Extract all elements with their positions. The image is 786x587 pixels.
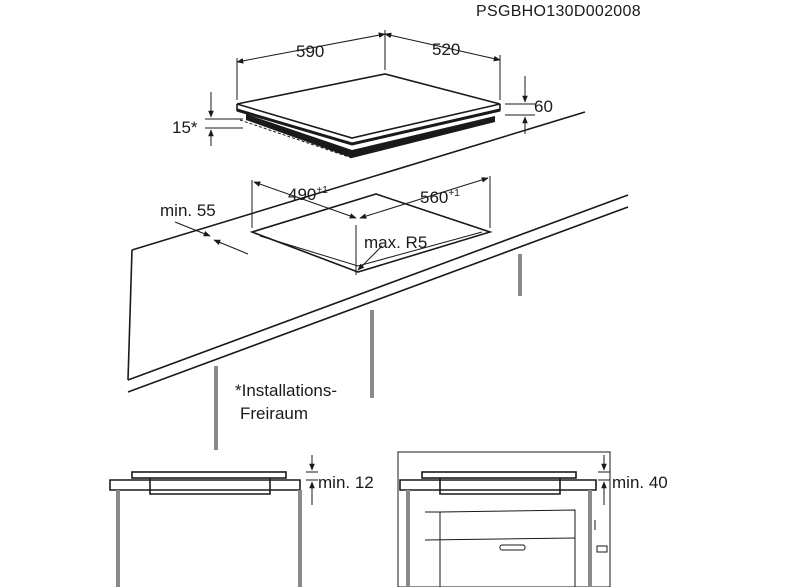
dimension-590: 590 — [236, 30, 386, 100]
dimension-490: 490+1 — [251, 180, 357, 228]
footnote-line-1: *Installations- — [235, 381, 337, 400]
dimension-60: 60 — [505, 76, 553, 134]
dimension-560: 560+1 — [359, 176, 491, 228]
dimension-min-55: min. 55 — [160, 201, 249, 255]
dim-hob-height: 60 — [534, 97, 553, 116]
dim-min-55: min. 55 — [160, 201, 216, 220]
dim-clearance-15: 15* — [172, 118, 198, 137]
dim-cutout-width: 490+1 — [288, 185, 328, 204]
footnote-line-2: Freiraum — [240, 404, 308, 423]
dimension-15: 15* — [172, 92, 243, 146]
dim-hob-depth: 520 — [432, 40, 460, 59]
dimension-520: 520 — [384, 32, 501, 100]
dim-cutout-depth: 560+1 — [420, 188, 460, 207]
side-view-right: min. 40 — [397, 451, 668, 587]
dim-hob-width: 590 — [296, 42, 324, 61]
countertop-drawing — [127, 111, 629, 450]
side-view-left: min. 12 — [109, 455, 374, 587]
dim-radius: max. R5 — [364, 233, 427, 252]
document-code: PSGBHO130D002008 — [476, 3, 641, 20]
dim-min-12: min. 12 — [318, 473, 374, 492]
dim-min-40: min. 40 — [612, 473, 668, 492]
hob-drawing — [236, 73, 501, 159]
radius-callout: max. R5 — [355, 225, 427, 275]
